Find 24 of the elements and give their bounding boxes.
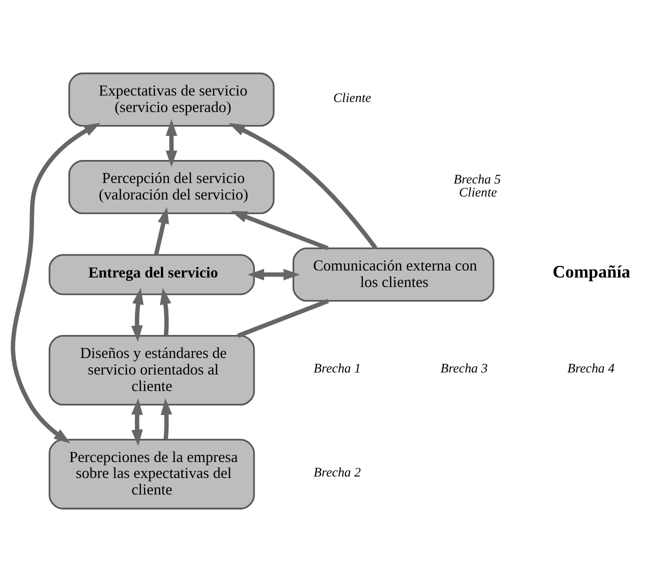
arrow <box>248 268 300 280</box>
arrow <box>166 119 178 168</box>
arrow <box>228 123 378 250</box>
node-box: Expectativas de servicio (servicio esperado) <box>68 72 275 127</box>
node-box: Entrega del servicio <box>48 254 255 296</box>
label: Brecha 4 <box>567 360 615 376</box>
node-box: Percepción del servicio (valoración del servicio) <box>68 160 275 214</box>
arrow <box>154 207 169 256</box>
node-box: Percepciones de la empresa sobre las expectativas del cliente <box>48 438 255 510</box>
node-box: Diseños y estándares de servicio orientados al cliente <box>48 335 255 406</box>
connector <box>237 298 329 338</box>
label: Brecha 1 <box>314 360 361 376</box>
label: Brecha 5 Cliente <box>454 171 501 200</box>
arrow <box>160 288 172 336</box>
arrow <box>131 288 144 342</box>
node-box: Comunicación externa con los clientes <box>292 248 494 302</box>
arrow <box>160 398 172 440</box>
arrow <box>230 211 329 250</box>
arrow <box>131 398 143 446</box>
label: Brecha 3 <box>440 360 488 376</box>
label: Cliente <box>333 90 372 105</box>
label: Brecha 2 <box>314 464 361 480</box>
arrow <box>10 122 101 444</box>
label: Compañía <box>552 262 630 282</box>
